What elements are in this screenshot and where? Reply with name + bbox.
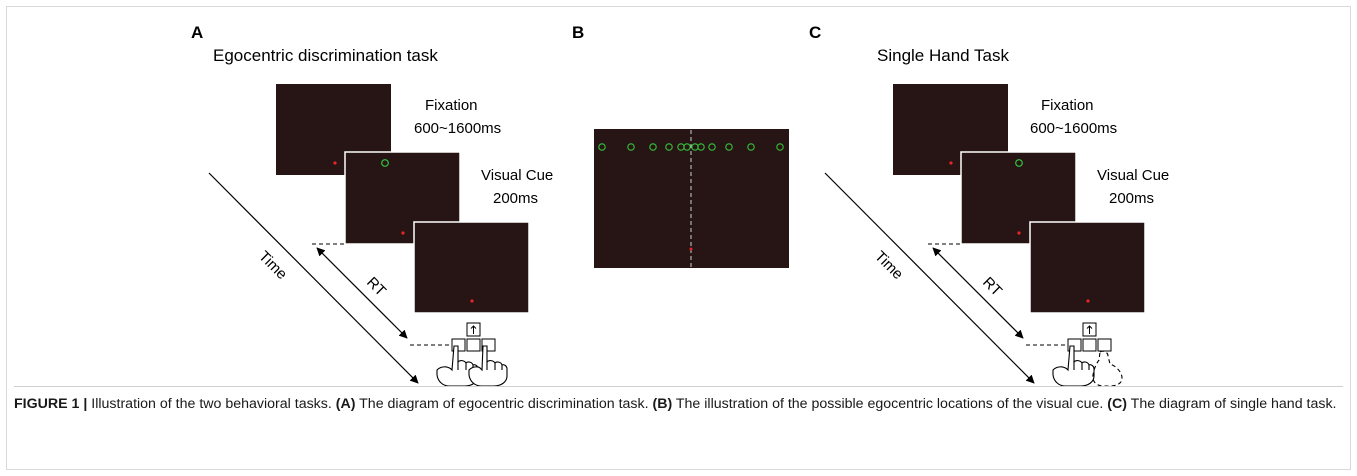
visual-cue-duration: 200ms — [493, 190, 538, 207]
cue-location — [697, 143, 705, 151]
fixation-dot — [401, 231, 405, 235]
down-key — [1082, 338, 1097, 352]
fixation-dot — [949, 161, 953, 165]
rt-arrow — [932, 247, 1024, 339]
cue-circle — [1015, 159, 1023, 167]
cue-circle — [381, 159, 389, 167]
panel-b: B — [572, 23, 789, 268]
response-screen — [1029, 221, 1146, 314]
panel-b-letter: B — [572, 23, 584, 42]
fixation-dot — [1017, 231, 1021, 235]
right-key — [1097, 338, 1112, 352]
caption-a-text: The diagram of egocentric discrimination… — [355, 396, 653, 412]
possible-cue-locations — [598, 143, 784, 151]
time-arrow — [824, 172, 1035, 384]
down-key — [466, 338, 481, 352]
cue-location — [665, 143, 673, 151]
time-label: Time — [255, 248, 290, 283]
panel-a-title: Egocentric discrimination task — [213, 46, 438, 65]
up-arrow-key-icon — [470, 325, 477, 334]
caption-intro: Illustration of the two behavioral tasks… — [87, 396, 336, 412]
visual-cue-label: Visual Cue — [1097, 167, 1169, 184]
fixation-dot — [689, 247, 693, 251]
caption-prefix: FIGURE 1 | — [14, 396, 88, 412]
cue-location — [627, 143, 635, 151]
caption-divider — [14, 386, 1343, 387]
rt-arrow — [316, 247, 408, 339]
figure-diagram: A Egocentric discrimination task Fixatio… — [191, 23, 1169, 386]
cue-location — [747, 143, 755, 151]
panel-a: A Egocentric discrimination task Fixatio… — [191, 23, 553, 386]
panel-c: C Single Hand Task Fixation 600~1600ms V… — [809, 23, 1169, 386]
time-label: Time — [871, 248, 906, 283]
inactive-hand-outline-icon — [1092, 350, 1123, 386]
up-arrow-key-icon — [1086, 325, 1093, 334]
caption-b-text: The illustration of the possible egocent… — [672, 396, 1108, 412]
cue-location — [776, 143, 784, 151]
cue-location — [683, 143, 691, 151]
fixation-dot — [333, 161, 337, 165]
panel-c-title: Single Hand Task — [877, 46, 1009, 65]
caption-b-tag: (B) — [652, 396, 673, 412]
caption-c-tag: (C) — [1107, 396, 1127, 412]
figure-frame — [6, 6, 1351, 470]
visual-cue-duration: 200ms — [1109, 190, 1154, 207]
fixation-dot — [1086, 299, 1090, 303]
fixation-label: Fixation — [425, 97, 478, 114]
cue-location-screen — [594, 129, 789, 268]
cue-location — [708, 143, 716, 151]
pointing-hand-icon — [468, 345, 508, 386]
cue-location — [725, 143, 733, 151]
cue-location — [598, 143, 606, 151]
rt-label: RT — [979, 274, 1005, 300]
fixation-label: Fixation — [1041, 97, 1094, 114]
time-arrow — [208, 172, 419, 384]
response-screen — [413, 221, 530, 314]
panel-c-letter: C — [809, 23, 821, 42]
caption-a-tag: (A) — [335, 396, 356, 412]
visual-cue-label: Visual Cue — [481, 167, 553, 184]
cue-location — [649, 143, 657, 151]
figure-caption: FIGURE 1 | Illustration of the two behav… — [14, 392, 1344, 417]
pointing-hand-icon — [1052, 345, 1095, 386]
panel-a-letter: A — [191, 23, 203, 42]
rt-label: RT — [363, 274, 389, 300]
fixation-duration: 600~1600ms — [414, 120, 501, 137]
fixation-dot — [470, 299, 474, 303]
fixation-duration: 600~1600ms — [1030, 120, 1117, 137]
caption-c-text: The diagram of single hand task. — [1126, 396, 1337, 412]
